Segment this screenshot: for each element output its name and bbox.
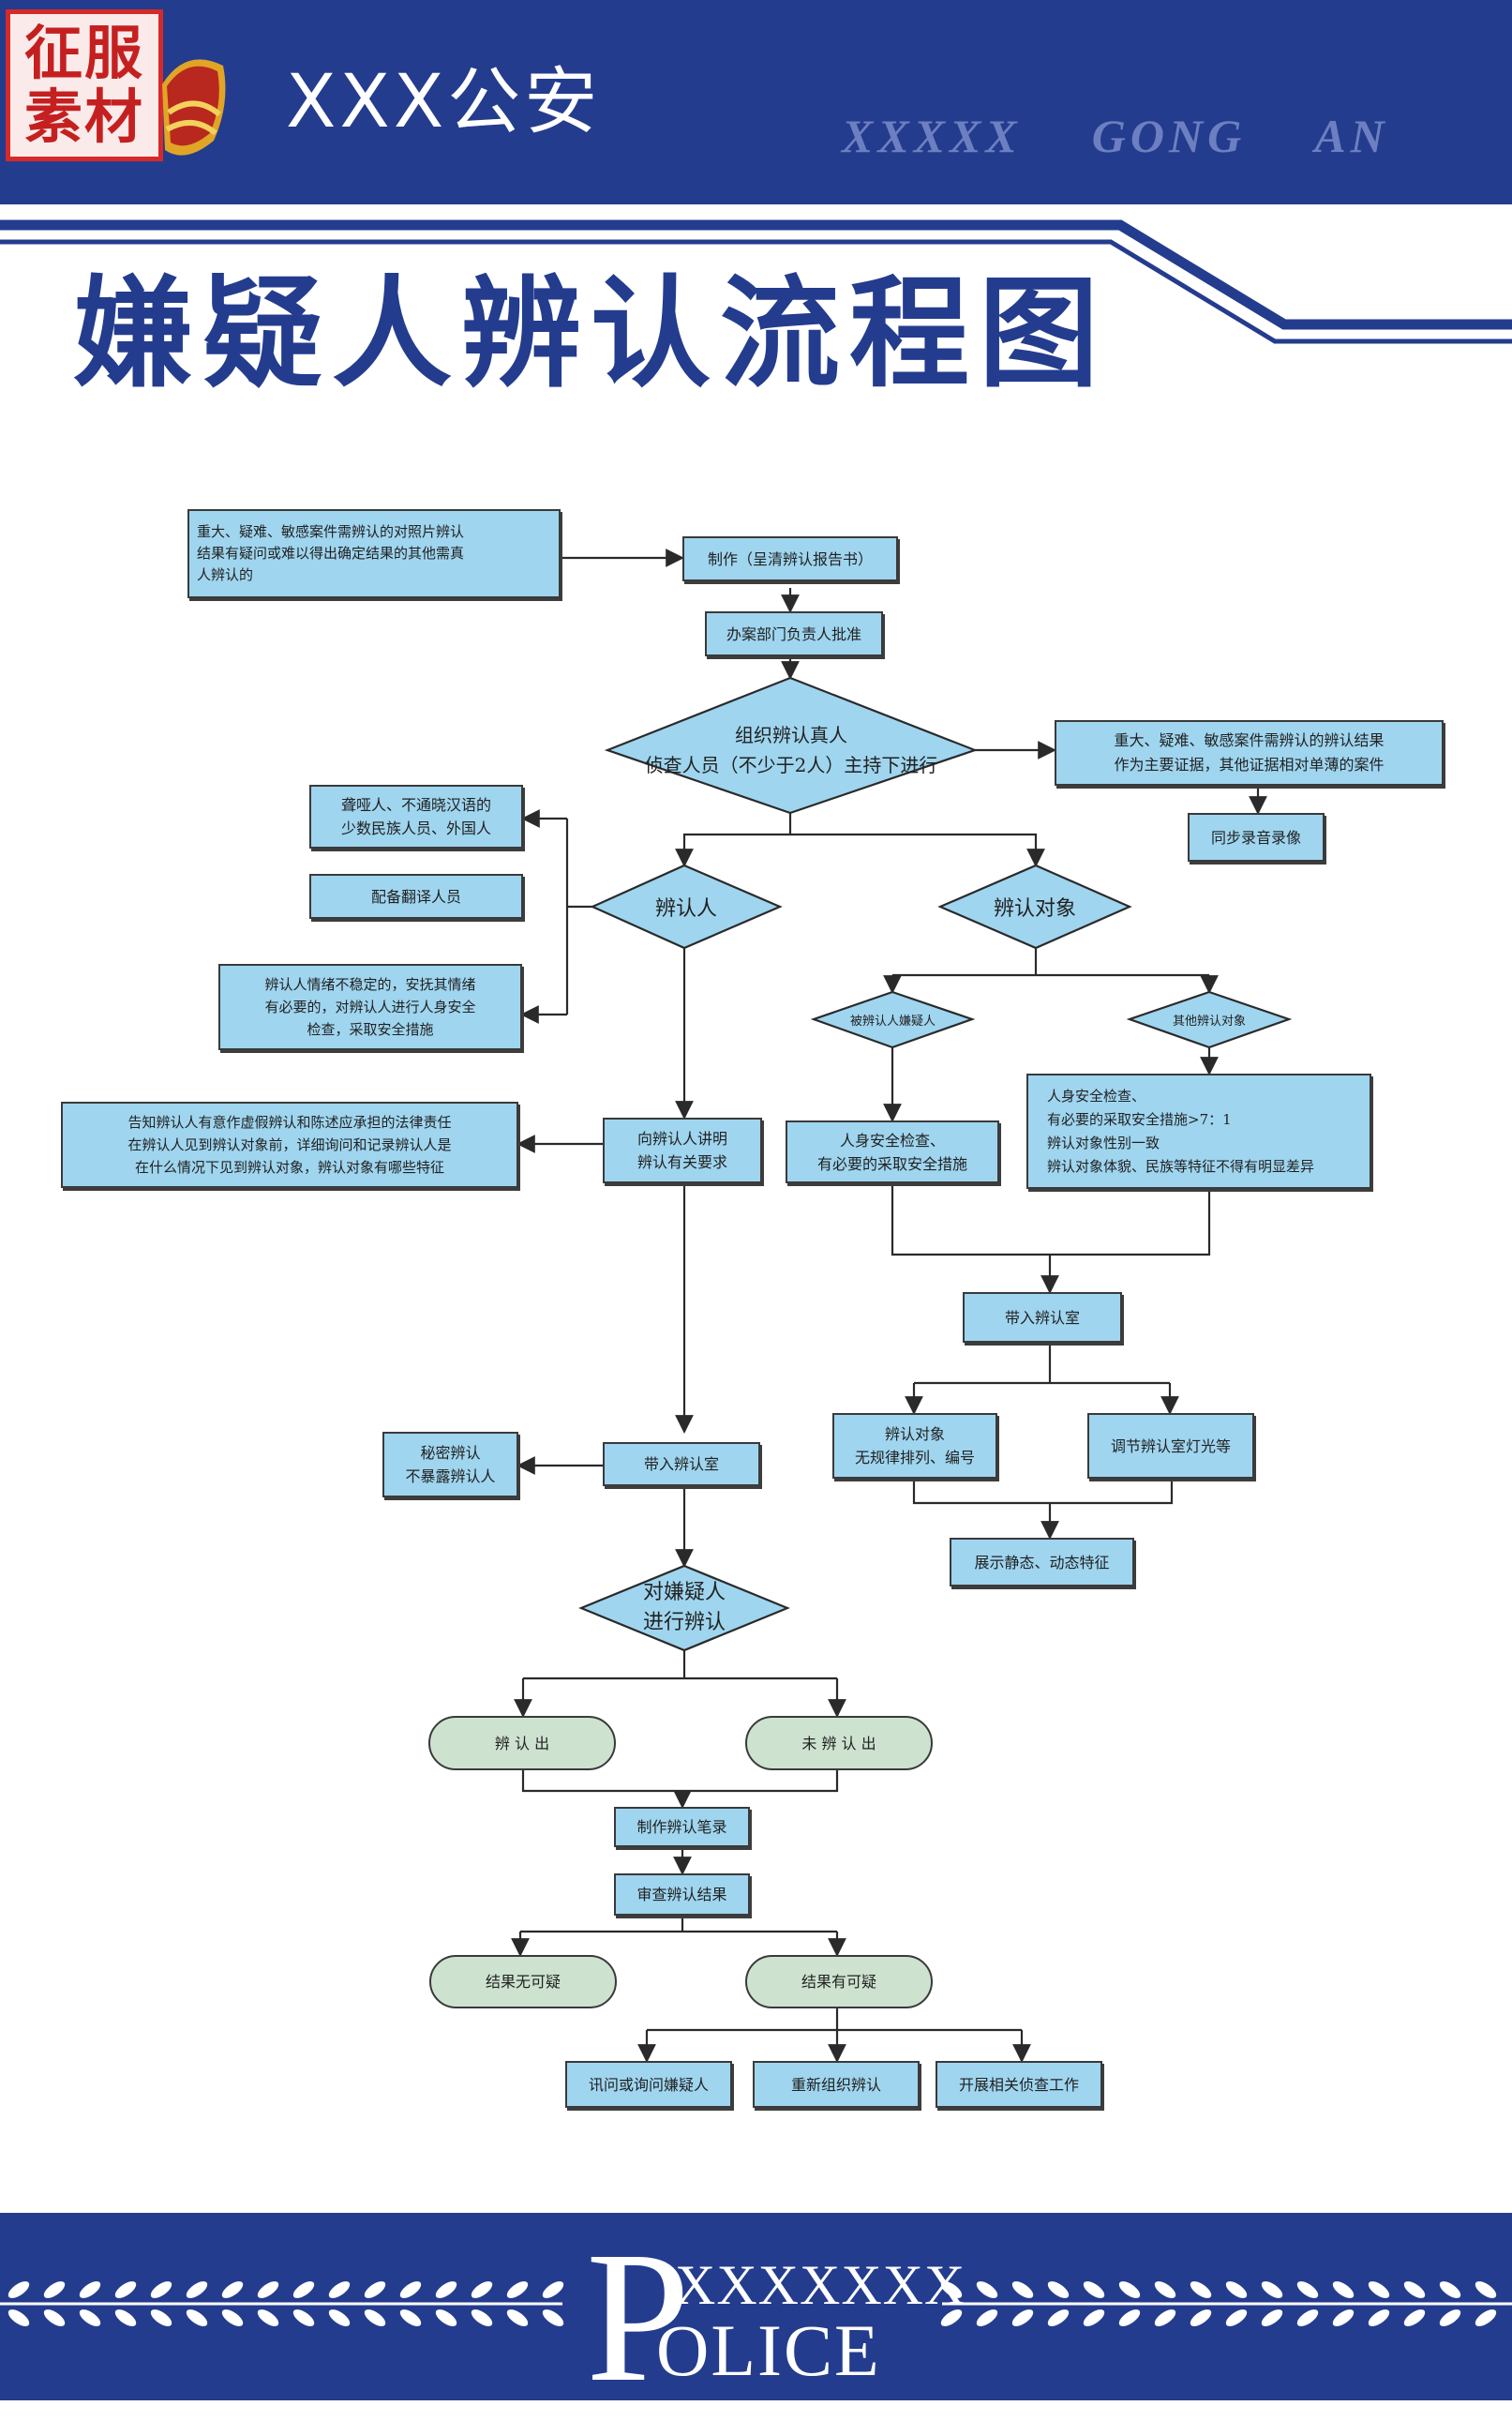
other-target-diamond [1126, 990, 1293, 1049]
main-evidence-box: 重大、疑难、敏感案件需辨认的辨认结果 作为主要证据，其他证据相对单薄的案件 [1055, 720, 1444, 786]
footer-olice: OLICE [656, 2309, 881, 2391]
identifier-diamond-label: 辨认人 [654, 897, 717, 921]
translator-box: 配备翻译人员 [309, 874, 523, 919]
brand-pinyin: XXXXX GONG AN [842, 110, 1389, 162]
deaf-minority-box: 聋哑人、不通晓汉语的 少数民族人员、外国人 [309, 785, 523, 849]
explain-requirements-box: 向辨认人讲明 辨认有关要求 [603, 1118, 762, 1183]
case-description-box: 重大、疑难、敏感案件需辨认的对照片辨认 结果有疑问或难以得出确定结果的其他需真 … [187, 509, 561, 598]
footer-p-letter: P [586, 2214, 691, 2421]
sync-record-box: 同步录音录像 [1188, 813, 1325, 862]
no-doubt-result: 结果无可疑 [429, 1955, 617, 2008]
brand-name: XXX公安 [286, 60, 602, 144]
identified-result: 辨 认 出 [428, 1716, 616, 1770]
identify-suspect-diamond-label: 对嫌疑人 进行辨认 [642, 1581, 726, 1634]
page-title: 嫌疑人辨认流程图 [73, 263, 1109, 404]
bring-room-right-box: 带入辨认室 [963, 1292, 1122, 1343]
arrange-targets-box: 辨认对象 无规律排列、编号 [832, 1413, 997, 1479]
inform-identifier-box: 告知辨认人有意作虚假辨认和陈述应承担的法律责任 在辨认人见到辨认对象前，详细询问… [61, 1102, 518, 1188]
organize-diamond-label: 组织辨认真人 侦查人员（不少于2人）主持下进行 [644, 724, 938, 776]
emotion-safety-box: 辨认人情绪不稳定的，安抚其情绪 有必要的，对辨认人进行人身安全 检查，采取安全措… [218, 964, 522, 1050]
watermark-stamp: 征服 素材 [6, 9, 163, 161]
identifier-diamond [590, 864, 783, 950]
adjust-lighting-box: 调节辨认室灯光等 [1087, 1413, 1254, 1479]
doubt-result: 结果有可疑 [745, 1955, 933, 2008]
interrogate-suspect-box: 讯问或询问嫌疑人 [565, 2061, 732, 2108]
related-investigation-box: 开展相关侦查工作 [936, 2061, 1102, 2108]
laurel-decoration [0, 2281, 1512, 2326]
footer-code: XXXXXXX [675, 2254, 966, 2316]
identify-suspect-diamond [578, 1564, 790, 1652]
police-badge-icon [162, 59, 226, 156]
make-report-box: 制作（呈清辨认报告书） [682, 536, 898, 581]
reorganize-identification-box: 重新组织辨认 [753, 2061, 920, 2108]
footer-band [0, 2213, 1512, 2400]
target-diamond [937, 864, 1132, 950]
secret-identification-box: 秘密辨认 不暴露辨认人 [382, 1432, 518, 1497]
header-band [0, 0, 1512, 204]
other-target-diamond-label: 其他辨认对象 [1172, 1014, 1246, 1029]
show-features-box: 展示静态、动态特征 [950, 1538, 1134, 1586]
not-identified-result: 未 辨 认 出 [745, 1716, 933, 1770]
suspect-target-diamond-label: 被辨认人嫌疑人 [849, 1014, 936, 1029]
target-diamond-label: 辨认对象 [993, 897, 1076, 921]
safety-check-right-box: 人身安全检查、 有必要的采取安全措施>7：1 辨认对象性别一致 辨认对象体貌、民… [1026, 1074, 1371, 1189]
make-record-box: 制作辨认笔录 [614, 1807, 750, 1847]
approval-box: 办案部门负责人批准 [705, 611, 883, 656]
header-stripe-decoration [0, 219, 1512, 344]
safety-check-mid-box: 人身安全检查、 有必要的采取安全措施 [786, 1120, 999, 1183]
review-results-box: 审查辨认结果 [614, 1873, 750, 1916]
organize-diamond [604, 676, 979, 815]
suspect-target-diamond [810, 990, 976, 1049]
bring-room-left-box: 带入辨认室 [603, 1442, 760, 1486]
